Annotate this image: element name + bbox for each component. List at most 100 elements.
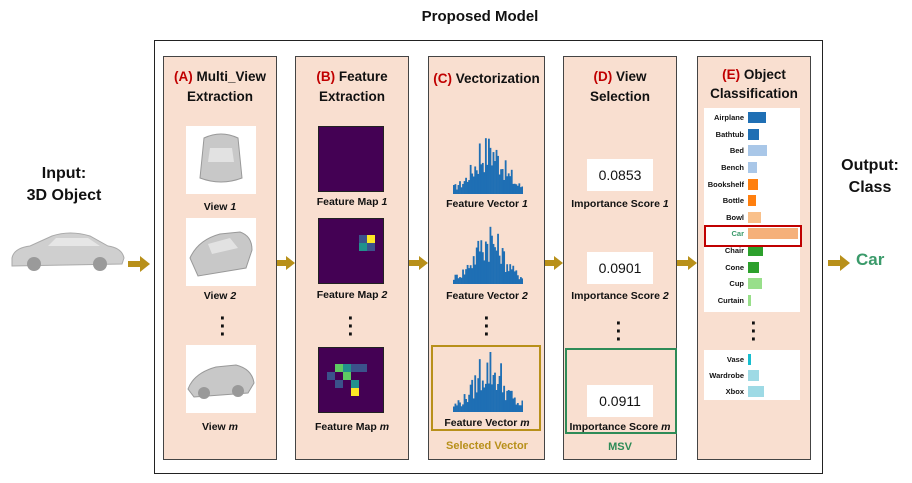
feature-vector-caption-text: Feature Vector: [446, 290, 520, 302]
feature-vector-1-caption: Feature Vector 1: [432, 198, 542, 210]
histogram-bin: [469, 164, 472, 194]
histogram-bin: [497, 233, 499, 284]
class-bar: [748, 245, 763, 257]
panel-c-label: (C): [433, 71, 452, 86]
histogram-bin: [474, 264, 477, 284]
histogram-bin: [521, 278, 523, 284]
histogram-bin: [469, 265, 472, 284]
histogram-bin: [472, 398, 475, 412]
msv-label: MSV: [608, 441, 632, 453]
class-row-car: Car: [704, 226, 800, 243]
histogram-bin: [521, 400, 523, 412]
histogram-bin: [494, 247, 496, 284]
histogram-bin: [484, 383, 487, 412]
importance-score-index: 1: [662, 198, 669, 210]
histogram-bin: [501, 392, 504, 412]
class-label: Bowl: [726, 212, 744, 222]
histogram-bin: [456, 405, 458, 412]
histogram-bin: [480, 390, 483, 412]
output-label-line2: Class: [848, 179, 892, 196]
histogram-bin: [453, 185, 455, 194]
output-result: Car: [856, 250, 885, 269]
histogram-bin: [478, 359, 481, 412]
feature-map-2-caption: Feature Map 2: [300, 289, 404, 301]
view-1-image: [186, 126, 256, 194]
view-ellipsis: ···: [219, 308, 227, 346]
histogram-bin: [519, 405, 522, 412]
class-row-bed: Bed: [704, 143, 800, 160]
histogram-bin: [459, 277, 461, 284]
view-caption-text: View: [203, 201, 228, 213]
feature-map-index: 1: [381, 196, 388, 208]
histogram-bin: [463, 181, 466, 194]
panel-e-title-line2: Classification: [710, 86, 798, 101]
panel-b-label: (B): [316, 69, 336, 84]
histogram-bin: [459, 181, 461, 194]
histogram-bin: [519, 277, 522, 284]
histogram-bin: [457, 185, 460, 194]
histogram-bin: [501, 248, 504, 284]
class-label: Bathtub: [715, 129, 744, 139]
view-index: 2: [230, 290, 237, 302]
histogram-bin: [510, 390, 513, 412]
class-label: Car: [731, 229, 744, 239]
histogram-bin: [457, 278, 460, 284]
class-label: Airplane: [713, 113, 744, 123]
histogram-bin: [492, 152, 495, 194]
histogram-bin: [516, 275, 519, 284]
histogram-bin: [497, 155, 499, 194]
histogram-bin: [491, 384, 493, 412]
histogram-bin: [460, 277, 463, 284]
arrow-d-e: [677, 256, 697, 270]
class-label: Bottle: [722, 196, 744, 206]
panel-b-title-line2: Extraction: [318, 89, 386, 104]
histogram-bin: [475, 392, 478, 412]
class-label: Cone: [725, 262, 744, 272]
panel-b-title-line1: Feature: [338, 69, 388, 84]
histogram-bin: [492, 243, 495, 284]
histogram-bin: [486, 362, 489, 412]
class-row-bookshelf: Bookshelf: [704, 176, 800, 193]
histogram-bin: [497, 384, 499, 412]
histogram-bin: [466, 264, 469, 284]
histogram-bin: [468, 180, 471, 194]
histogram-bin: [453, 279, 455, 284]
view-index: 1: [230, 201, 237, 213]
class-row-bowl: Bowl: [704, 210, 800, 227]
class-label: Cup: [729, 279, 744, 289]
histogram-bin: [484, 241, 487, 284]
feature-map-caption-text: Feature Map: [314, 421, 377, 433]
histogram-bin: [510, 169, 513, 194]
histogram-bin: [489, 352, 492, 412]
importance-score-caption-text: Importance Score: [571, 290, 660, 302]
class-bar: [748, 112, 766, 124]
panel-a-title: (A) Multi_View Extraction: [164, 67, 276, 107]
panel-a-title-line2: Extraction: [186, 89, 254, 104]
importance-score-2-caption: Importance Score 2: [565, 290, 675, 302]
class-bar: [748, 162, 757, 174]
histogram-bin: [489, 147, 492, 194]
class-row-xbox: Xbox: [704, 384, 800, 400]
feature-vector-caption-text: Feature Vector: [444, 417, 518, 429]
histogram-bin: [471, 268, 474, 284]
histogram-bin: [466, 402, 469, 412]
input-arrow: [128, 256, 150, 272]
histogram-bin: [480, 240, 483, 284]
feature-map-ellipsis: ···: [347, 308, 355, 346]
output-label-line1: Output:: [841, 157, 899, 174]
histogram-bin: [477, 240, 480, 284]
histogram-bin: [500, 169, 502, 194]
histogram-bin: [468, 394, 471, 412]
histogram-bin: [481, 252, 484, 284]
histogram-bin: [472, 256, 475, 284]
feature-map-1-caption: Feature Map 1: [300, 196, 404, 208]
panel-d-label: (D): [593, 69, 613, 84]
feature-vector-1-histogram: [453, 138, 523, 194]
panel-e-label: (E): [722, 67, 741, 82]
importance-score-index: 2: [662, 290, 669, 302]
class-list-top: [704, 108, 800, 312]
histogram-bin: [488, 261, 490, 284]
output-arrow: [828, 255, 850, 271]
class-label: Bookshelf: [707, 179, 744, 189]
